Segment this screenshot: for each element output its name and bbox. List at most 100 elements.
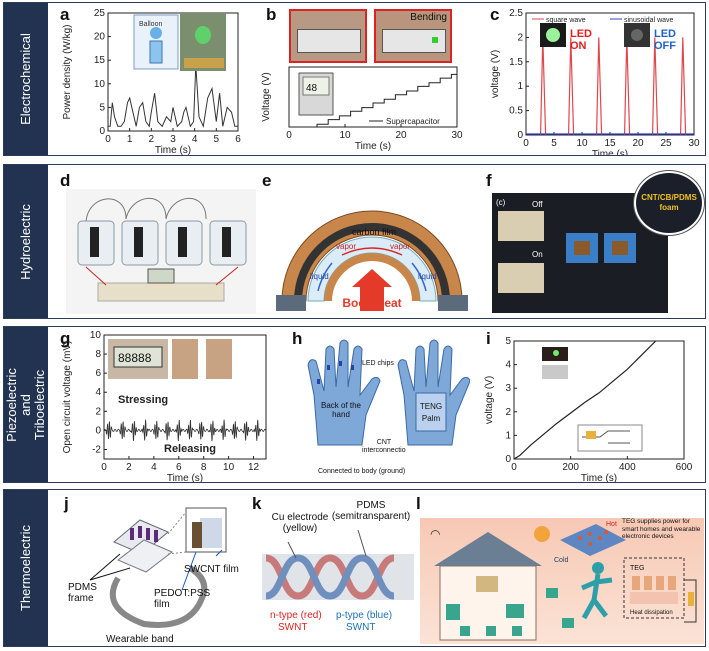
y-tick-label: 0.5 (509, 106, 523, 117)
x-axis-label: Time (s) (581, 473, 617, 482)
y-tick-label: 2.5 (509, 8, 523, 19)
row-title-bar: Thermoelectric (4, 490, 48, 646)
sun-icon (534, 526, 550, 542)
panel-label-k: k (252, 494, 262, 513)
wifi-icon: ◠ (430, 527, 440, 541)
x-axis-label: Time (s) (355, 141, 391, 152)
y-tick-label: 10 (90, 330, 102, 341)
finger-photo (172, 339, 198, 379)
cu-electrode-label: Cu electrode (yellow) (271, 512, 329, 534)
panel-label-l: l (416, 494, 421, 513)
x-tick-label: 200 (562, 462, 579, 473)
x-tick-label: 0 (105, 134, 111, 145)
y-tick-label: 2 (517, 32, 523, 43)
pdms-label: PDMS (semitransparent) (331, 500, 411, 522)
beaker (77, 220, 115, 266)
cold-label: Cold (554, 557, 569, 564)
x-tick-label: 12 (248, 462, 260, 473)
x-tick-label: 0 (101, 462, 107, 473)
legend-label: sinusoidal wave (624, 17, 674, 24)
y-tick-label: 0 (505, 454, 511, 465)
x-tick-label: 10 (576, 138, 588, 149)
y-tick-label: 1.5 (509, 57, 523, 68)
panel-label-i: i (486, 329, 491, 348)
photo-wrist-flat (289, 9, 367, 63)
square-wave-peak (623, 37, 631, 136)
y-tick-label: 1 (505, 430, 511, 441)
x-tick-label: 15 (604, 138, 616, 149)
panel-label-f: f (486, 171, 492, 190)
vapor-label-left: vapor (336, 242, 356, 251)
heat-arrow (352, 269, 392, 311)
x-tick-label: 600 (676, 462, 693, 473)
square-wave-peak (595, 37, 603, 136)
teg-zoom-box (623, 557, 685, 619)
x-tick-label: 5 (551, 138, 557, 149)
panel-label-a: a (60, 5, 70, 24)
row-hydroelectric: Hydroelectric d e vapor vapor liquid liq… (3, 164, 706, 319)
square-wave-peak (679, 37, 687, 136)
x-tick-label: 8 (201, 462, 207, 473)
teg-array (560, 524, 626, 556)
foam-zoom-bubble: CNT/CB/PDMS foam (634, 171, 704, 235)
square-wave-peak (539, 37, 547, 136)
pedot-film-label: PEDOT:PSS film (154, 588, 211, 610)
glove-diagram: LED chips Back of the hand TENG Palm CNT… (307, 339, 470, 475)
wearable-band-diagram: PDMS frame SWCNT film PEDOT:PSS film Wea… (68, 507, 239, 645)
open-circuit-voltage-line (103, 419, 267, 442)
photo-wrist-bending: Bending (374, 9, 452, 63)
circuit-inset (577, 424, 643, 452)
y-axis-label: voltage (V) (490, 50, 501, 98)
x-tick-label: 10 (339, 130, 351, 141)
led-on-label: ON (570, 40, 587, 52)
inset-balloon-diagram: Balloon (133, 14, 179, 70)
tag-c: (c) (496, 198, 506, 207)
teng-label: TENG (420, 402, 442, 411)
ground-label: Connected to body (ground) (318, 468, 405, 475)
x-tick-label: 20 (395, 130, 407, 141)
y-tick-label: 10 (94, 79, 106, 90)
legend-label: Supercapacitor (386, 117, 440, 126)
row-title-bar: Piezoelectric and Triboelectric (4, 327, 48, 482)
runner-figure (581, 562, 613, 620)
lcd-digits: 88888 (118, 351, 152, 365)
liquid-label-right: liquid (418, 272, 437, 281)
wearable-band-label: Wearable band (106, 634, 174, 645)
x-axis-label: Time (s) (167, 473, 203, 482)
beaker (209, 220, 247, 266)
square-wave-peak (567, 37, 575, 136)
legend-label: square wave (546, 17, 586, 24)
row-thermoelectric: Thermoelectric j PDMS frame SWCNT film P… (3, 489, 706, 647)
teg-chain-diagram: PDMS (semitransparent) Cu electrode (yel… (262, 500, 414, 633)
ntype-material: SWNT (278, 622, 307, 633)
carbon-film-label: carbon film (352, 227, 396, 237)
x-tick-label: 20 (632, 138, 644, 149)
plot-frame (513, 340, 685, 460)
y-tick-label: 8 (95, 349, 101, 360)
y-tick-label: 4 (95, 387, 101, 398)
plot-frame (288, 66, 458, 128)
x-tick-label: 4 (151, 462, 157, 473)
x-tick-label: 2 (126, 462, 132, 473)
palm-label: Palm (422, 414, 441, 423)
smart-home-illustration: ◠ Hot Cold TEG supplies power for smart … (420, 518, 704, 644)
diagram-arch: vapor vapor liquid liquid carbon film Bo… (276, 210, 468, 311)
led-off-label: LED (654, 28, 676, 40)
x-tick-label: 25 (660, 138, 672, 149)
panel-label-b: b (266, 5, 277, 24)
vapor-label-right: vapor (390, 242, 410, 251)
x-tick-label: 6 (235, 134, 241, 145)
panel-label-j: j (64, 494, 69, 513)
plot-frame (103, 334, 267, 460)
y-tick-label: 5 (505, 336, 511, 347)
house-roof (434, 532, 542, 566)
beaker (165, 220, 203, 266)
body-heat-label: Body Heat (342, 296, 401, 310)
y-tick-label: 1 (517, 81, 523, 92)
array-photo (542, 365, 568, 379)
y-tick-label: 2 (95, 406, 101, 417)
x-tick-label: 0 (286, 130, 292, 141)
